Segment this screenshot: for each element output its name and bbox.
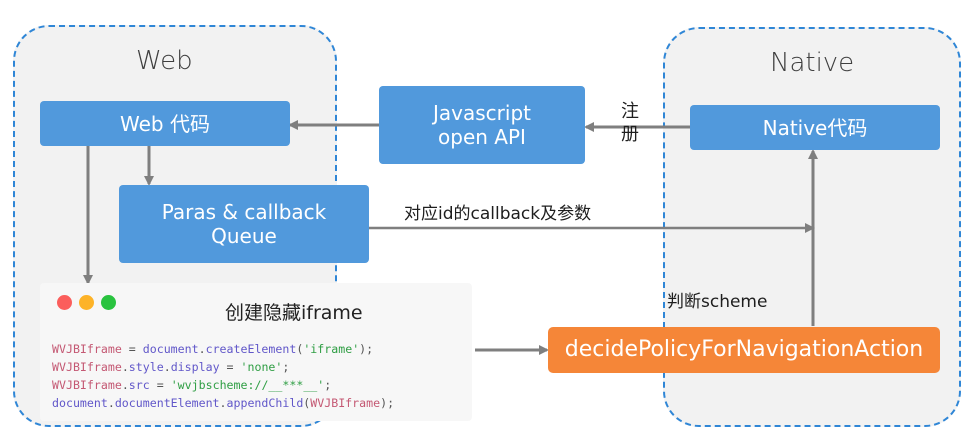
code-token: WVJBIframe — [52, 378, 122, 392]
code-token: ); — [380, 396, 395, 410]
code-token: . — [163, 360, 171, 374]
code-token: ); — [359, 342, 374, 356]
register-label: 注册 — [621, 101, 639, 145]
code-token: documentElement — [114, 396, 220, 410]
code-token: document — [52, 396, 108, 410]
code-token: 'wvjbscheme://__***__' — [170, 378, 325, 392]
code-token: = — [219, 360, 241, 374]
code-line: WVJBIframe.style.display = 'none'; — [52, 358, 394, 376]
code-token: WVJBIframe — [52, 342, 122, 356]
code-token: . — [107, 396, 115, 410]
web-region-title: Web — [136, 46, 193, 76]
code-token: . — [198, 342, 206, 356]
code-token: . — [121, 378, 129, 392]
native-region-title: Native — [770, 48, 855, 78]
native-code-box: Native代码 — [690, 105, 940, 150]
web-code-box: Web 代码 — [40, 101, 290, 146]
code-token: createElement — [205, 342, 297, 356]
code-token: appendChild — [226, 396, 304, 410]
code-token: . — [219, 396, 227, 410]
code-token: . — [121, 360, 129, 374]
code-token: = — [149, 378, 171, 392]
code-line: WVJBIframe = document.createElement('ifr… — [52, 340, 394, 358]
code-token: WVJBIframe — [310, 396, 381, 410]
code-token: style — [128, 360, 164, 374]
javascript-open-api-box: Javascript open API — [379, 86, 585, 164]
code-token: document — [142, 342, 199, 356]
callback-label: 对应id的callback及参数 — [404, 204, 592, 224]
code-snippet-card: 创建隐藏iframe WVJBIframe = document.createE… — [40, 283, 472, 421]
code-token: ( — [303, 396, 311, 410]
code-token: 'iframe' — [303, 342, 360, 356]
code-card-title: 创建隐藏iframe — [225, 302, 363, 324]
callback-queue-box: Paras & callback Queue — [119, 185, 369, 263]
scheme-label: 判断scheme — [667, 292, 768, 312]
code-token: display — [170, 360, 220, 374]
code-token: src — [128, 378, 150, 392]
window-minimize-dot — [79, 295, 94, 310]
code-token: ; — [282, 360, 290, 374]
code-token: ( — [296, 342, 304, 356]
code-token: 'none' — [240, 360, 283, 374]
code-lines: WVJBIframe = document.createElement('ifr… — [52, 340, 394, 412]
window-maximize-dot — [101, 295, 116, 310]
code-line: WVJBIframe.src = 'wvjbscheme://__***__'; — [52, 376, 394, 394]
code-token: WVJBIframe — [52, 360, 122, 374]
decide-policy-box: decidePolicyForNavigationAction — [548, 327, 940, 373]
code-token: ; — [324, 378, 332, 392]
code-token: = — [121, 342, 143, 356]
code-line: document.documentElement.appendChild(WVJ… — [52, 394, 394, 412]
window-close-dot — [57, 295, 72, 310]
